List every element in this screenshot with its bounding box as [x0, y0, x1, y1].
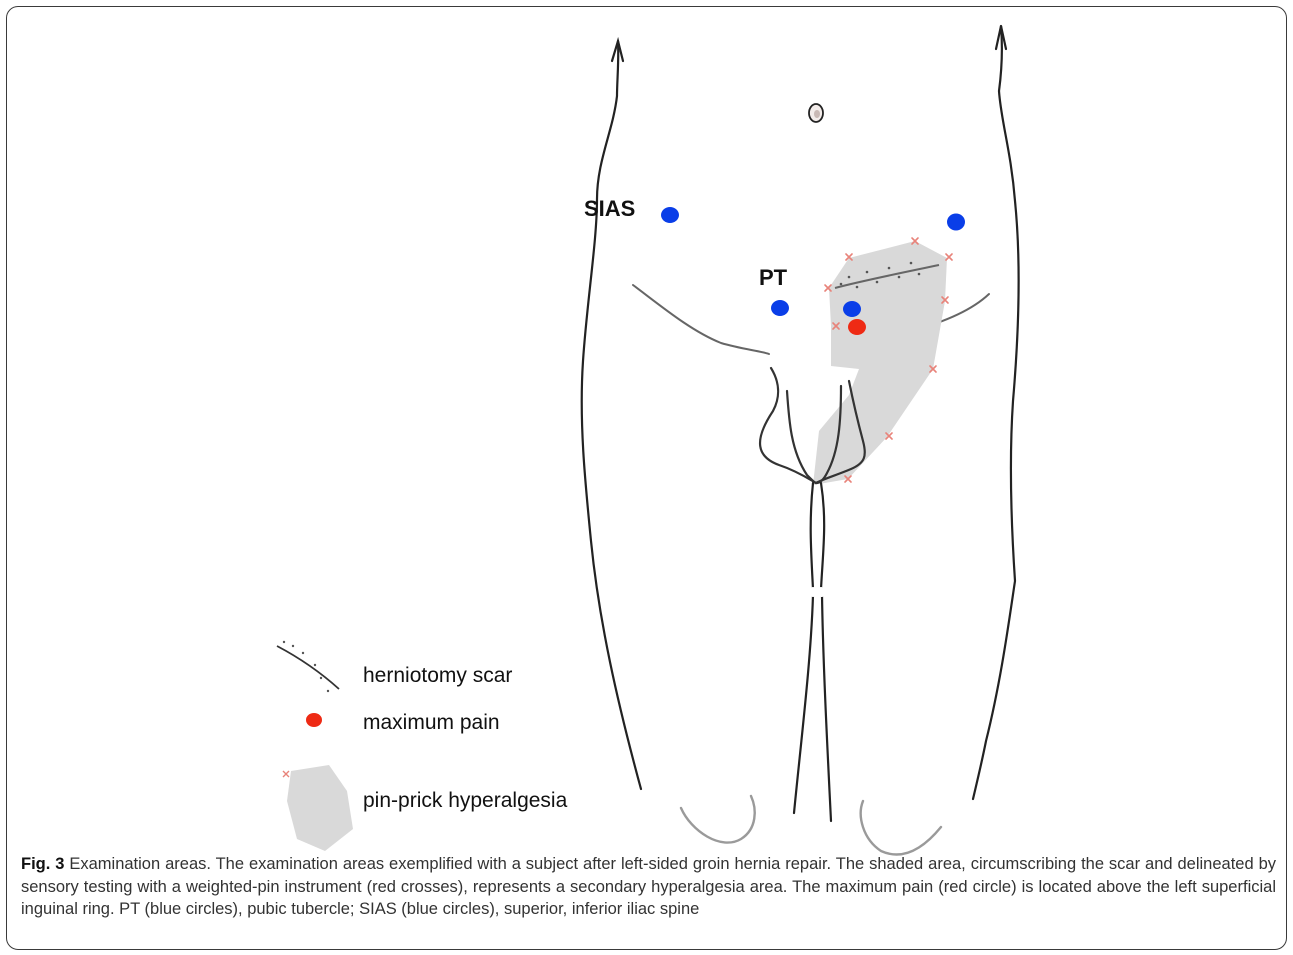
groin-illustration: SIAS PT herniotomy scar maximum pain — [7, 7, 1287, 857]
pt-label: PT — [759, 265, 788, 290]
knee-outlines — [681, 796, 941, 855]
caption-text: Examination areas. The examination areas… — [21, 855, 1276, 918]
body-outline — [582, 26, 1019, 799]
figure-frame: SIAS PT herniotomy scar maximum pain — [6, 6, 1287, 950]
sias-right-marker — [661, 207, 679, 223]
inner-legs — [794, 483, 831, 821]
navel-icon — [809, 104, 823, 122]
red-dot-icon — [306, 713, 322, 727]
maximum-pain-marker — [848, 319, 866, 335]
gray-area-icon — [283, 765, 353, 851]
sias-left-marker — [947, 214, 965, 231]
legend-label-hyperalgesia: pin-prick hyperalgesia — [363, 789, 568, 812]
legend: herniotomy scar maximum pain pin-prick h… — [277, 641, 568, 851]
legend-label-max-pain: maximum pain — [363, 711, 500, 734]
legend-label-scar: herniotomy scar — [363, 664, 512, 687]
sias-label: SIAS — [584, 196, 635, 221]
pt-left-marker — [843, 301, 861, 317]
scar-line-icon — [277, 641, 339, 692]
figure-label: Fig. 3 — [21, 855, 64, 873]
cross-mark — [946, 254, 952, 260]
figure-caption: Fig. 3 Examination areas. The examinatio… — [21, 853, 1276, 921]
pt-right-marker — [771, 300, 789, 316]
